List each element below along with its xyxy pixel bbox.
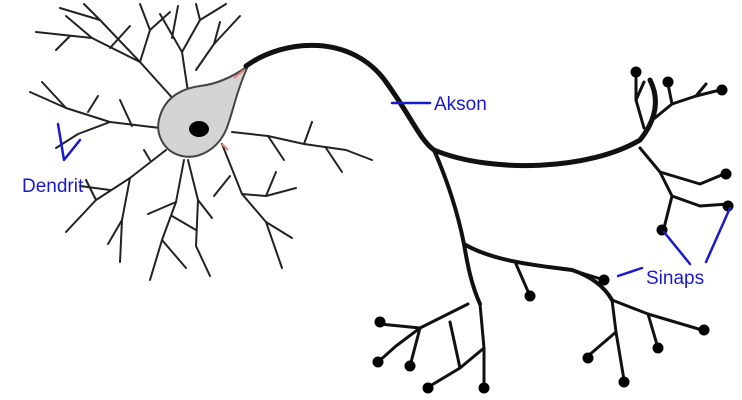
synapse-terminal — [373, 357, 384, 368]
sinaps-label: Sinaps — [646, 268, 704, 289]
synapse-terminal — [699, 325, 710, 336]
dendrit-pointer — [58, 124, 80, 160]
synapse-terminal — [405, 361, 416, 372]
sinaps-pointer-middle — [664, 232, 690, 264]
dendrit-label: Dendrit — [22, 176, 84, 197]
synapse-terminal — [619, 377, 630, 388]
synapse-terminal — [721, 169, 732, 180]
akson-label: Akson — [434, 94, 487, 115]
synapse-terminal — [375, 317, 386, 328]
synapse-terminal — [663, 77, 674, 88]
synapse-terminal — [599, 275, 610, 286]
synapse-terminal — [631, 67, 642, 78]
synaptic-terminals — [373, 67, 734, 394]
nucleus — [189, 121, 209, 137]
synapse-terminal — [653, 343, 664, 354]
sinaps-pointer-right — [706, 208, 730, 262]
sinaps-pointer-left — [618, 268, 642, 276]
synapse-terminal — [525, 291, 536, 302]
synapse-terminal — [583, 353, 594, 364]
synapse-terminal — [423, 383, 434, 394]
synapse-terminal — [717, 85, 728, 96]
axon — [246, 45, 728, 386]
synapse-terminal — [479, 383, 490, 394]
cell-body — [158, 66, 248, 157]
